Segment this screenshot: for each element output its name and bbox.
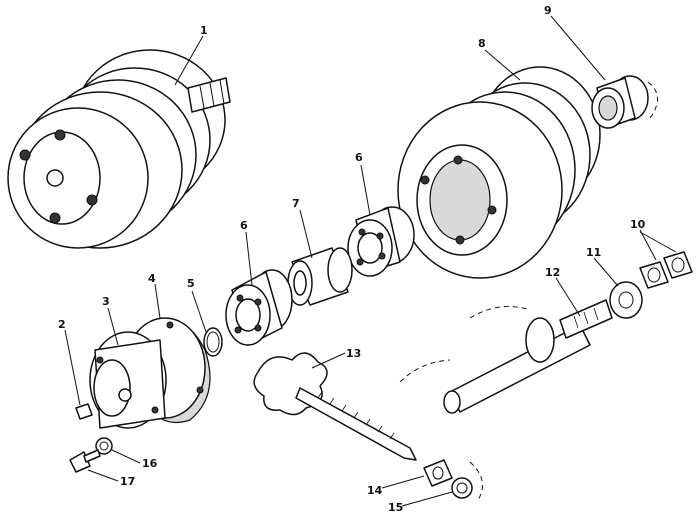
callout-10: 10 xyxy=(630,218,646,231)
callout-1: 1 xyxy=(200,24,208,37)
shaft-part-12 xyxy=(399,299,613,414)
nuts-part-10 xyxy=(639,251,693,289)
assembly-path-arrow xyxy=(469,461,483,501)
leader-lines xyxy=(64,15,677,507)
bolt-part-17 xyxy=(69,449,101,473)
callout-7: 7 xyxy=(292,197,300,210)
callout-12: 12 xyxy=(545,266,560,279)
hub-flange-part-3 xyxy=(89,331,167,429)
bearing-part-6-lower xyxy=(225,269,293,346)
callout-17: 17 xyxy=(120,475,135,488)
pulley-assembly-part-1 xyxy=(7,49,231,249)
callout-9: 9 xyxy=(544,4,552,17)
washer-part-11 xyxy=(609,281,643,319)
callout-11: 11 xyxy=(586,246,601,259)
callout-3: 3 xyxy=(102,295,110,308)
callout-6-lower: 6 xyxy=(240,219,248,232)
callout-13: 13 xyxy=(346,347,361,360)
callout-6-upper: 6 xyxy=(355,151,363,164)
washer-part-16 xyxy=(95,437,113,455)
washer-part-15 xyxy=(451,477,473,499)
nut-part-14 xyxy=(423,459,453,487)
circlip-part-5 xyxy=(203,327,223,357)
callout-16: 16 xyxy=(142,457,158,470)
bushing-part-9 xyxy=(591,75,658,129)
threaded-rod-part-13 xyxy=(253,352,417,461)
callout-5: 5 xyxy=(187,277,195,290)
callout-4: 4 xyxy=(148,272,156,285)
nut-part-2 xyxy=(75,403,93,420)
callout-15: 15 xyxy=(388,501,403,514)
callout-14: 14 xyxy=(367,484,383,497)
pulley-part-8 xyxy=(397,66,601,279)
callout-labels: 1 2 3 4 5 6 6 7 8 9 10 11 12 13 14 15 16… xyxy=(58,4,646,514)
callout-2: 2 xyxy=(58,318,66,331)
callout-8: 8 xyxy=(478,37,486,50)
bearing-part-6-upper xyxy=(347,206,415,277)
spacer-part-7 xyxy=(287,247,353,306)
